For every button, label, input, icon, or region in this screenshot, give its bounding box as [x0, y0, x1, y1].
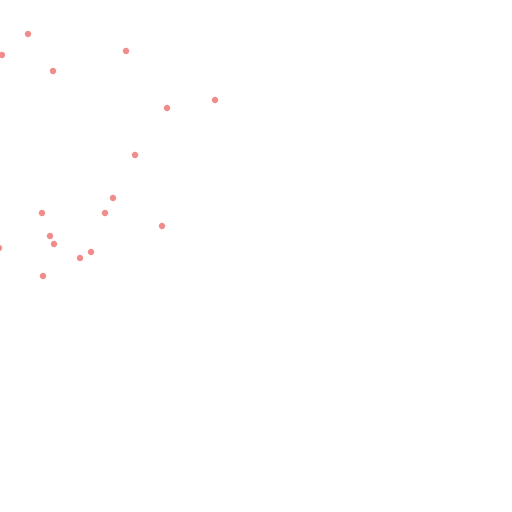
data-point	[211, 96, 219, 104]
data-points-layer	[0, 30, 219, 280]
data-point	[49, 67, 57, 75]
data-point	[163, 104, 171, 112]
data-point	[122, 47, 130, 55]
data-point	[38, 209, 46, 217]
data-point	[76, 254, 84, 262]
data-point	[50, 240, 58, 248]
data-point	[0, 51, 6, 59]
data-point	[158, 222, 166, 230]
data-point	[0, 244, 3, 252]
data-point	[24, 30, 32, 38]
data-point	[87, 248, 95, 256]
data-point	[131, 151, 139, 159]
data-point	[46, 232, 54, 240]
data-point	[109, 194, 117, 202]
data-point	[39, 272, 47, 280]
data-point	[101, 209, 109, 217]
